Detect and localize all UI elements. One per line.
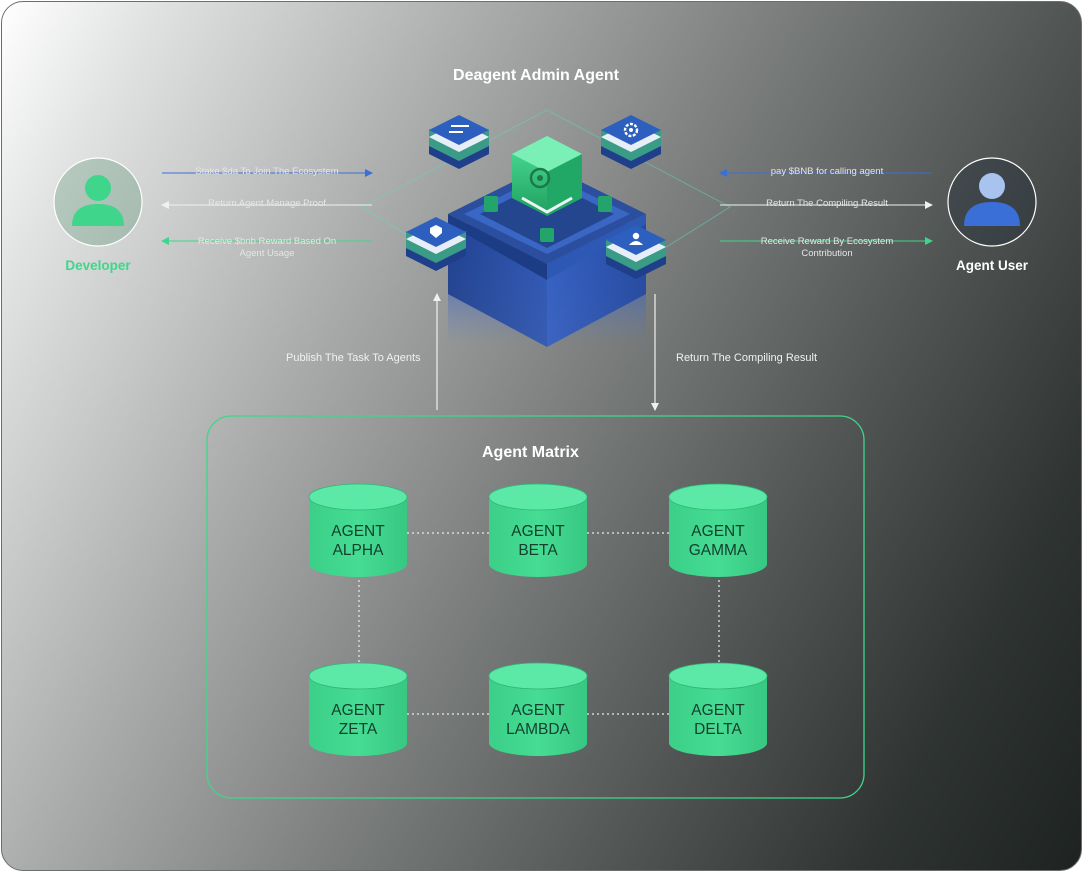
developer-reward-flow-label-line2: Agent Usage <box>239 248 295 259</box>
gear-icon <box>601 115 661 169</box>
agent-lambda-line2: LAMBDA <box>506 721 570 738</box>
agent-cylinder-delta[interactable] <box>668 662 768 756</box>
agent-delta-line2: DELTA <box>694 721 742 738</box>
user-reward-flow-label-line2: Contribution <box>801 248 853 259</box>
agent-alpha-line2: ALPHA <box>332 542 384 559</box>
developer-label: Developer <box>65 258 131 273</box>
user-avatar-icon <box>947 157 1037 247</box>
admin-agent-title: Deagent Admin Agent <box>453 67 619 84</box>
manage-proof-flow-label: Return Agent Manage Proof <box>208 198 326 209</box>
user-icon <box>606 225 666 279</box>
agent-lambda-line1: AGENT <box>511 702 565 719</box>
agent-user-label: Agent User <box>955 258 1028 273</box>
agent-cylinder-zeta[interactable] <box>308 662 408 756</box>
agent-alpha-line1: AGENT <box>331 523 385 540</box>
agent-gamma-line1: AGENT <box>691 523 745 540</box>
agent-beta-line1: AGENT <box>511 523 565 540</box>
agent-gamma-line2: GAMMA <box>688 542 748 559</box>
return-result-label: Return The Compiling Result <box>676 352 818 364</box>
agent-cylinder-alpha[interactable] <box>308 483 408 577</box>
agent-gamma-label: AGENT GAMMA <box>668 522 768 560</box>
agent-alpha-label: AGENT ALPHA <box>308 522 408 560</box>
compiling-result-flow-label: Return The Compiling Result <box>766 198 888 209</box>
stake-flow-label: Stake $da To Join The Ecosystem <box>195 166 339 177</box>
agent-lambda-label: AGENT LAMBDA <box>488 701 588 739</box>
agent-matrix-title: Agent Matrix <box>482 444 579 461</box>
publish-task-label: Publish The Task To Agents <box>286 352 421 364</box>
developer-reward-flow-label: Receive $bnb Reward Based On <box>197 236 337 247</box>
agent-zeta-line2: ZETA <box>338 721 378 738</box>
agent-beta-label: AGENT BETA <box>488 522 588 560</box>
task-list-icon <box>429 115 489 169</box>
agent-delta-label: AGENT DELTA <box>668 701 768 739</box>
user-reward-flow-label: Receive Reward By Ecosystem <box>760 236 894 247</box>
shield-icon <box>406 217 466 271</box>
matrix-connectors <box>358 532 720 715</box>
agent-zeta-line1: AGENT <box>331 702 385 719</box>
agent-cylinder-lambda[interactable] <box>488 662 588 756</box>
agent-matrix-panel <box>206 415 865 799</box>
agent-cylinder-gamma[interactable] <box>668 483 768 577</box>
agent-cylinder-beta[interactable] <box>488 483 588 577</box>
agent-delta-line1: AGENT <box>691 702 745 719</box>
agent-beta-line2: BETA <box>518 542 558 559</box>
agent-zeta-label: AGENT ZETA <box>308 701 408 739</box>
developer-avatar-icon <box>53 157 143 247</box>
pay-flow-label: pay $BNB for calling agent <box>770 166 884 177</box>
